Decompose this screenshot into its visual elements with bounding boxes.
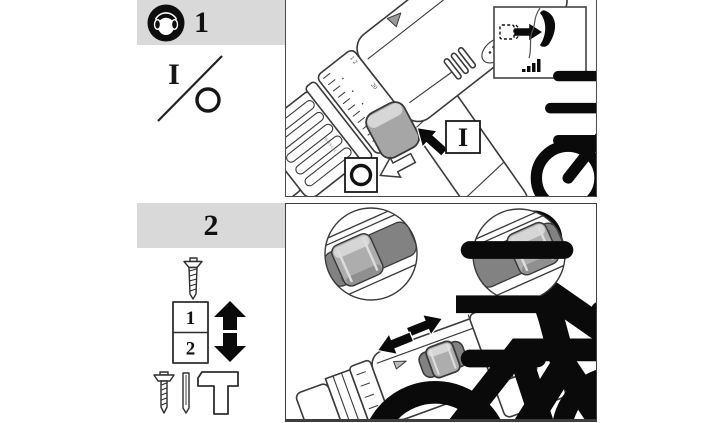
on-symbol-text: I [458, 123, 468, 152]
t-shape-icon [197, 371, 239, 415]
vent-slot [450, 52, 469, 75]
gear1-label: 1 [186, 308, 196, 329]
power-on-symbol: I [168, 58, 180, 91]
drill-trigger-drawing: BOSCH 1 2 20 15 [286, 0, 596, 196]
dashed-press-path [515, 24, 523, 40]
step2-number: 2 [203, 208, 219, 242]
gear-up-arrow [214, 301, 246, 330]
gear-knob [425, 340, 461, 379]
drill-chuck: BOSCH [286, 81, 373, 196]
trigger-button [365, 101, 420, 159]
wood-screw-icon [183, 257, 203, 300]
gear2-label: 2 [186, 339, 196, 360]
vent-slot [457, 47, 477, 69]
step1-illustration-panel: BOSCH 1 2 20 15 [285, 0, 597, 197]
dial-marker-triangle [386, 12, 402, 28]
dial-number: 1 2 [348, 55, 359, 66]
long-screw-icon [153, 371, 175, 414]
step2-header: 2 [137, 203, 285, 248]
step1-header: 1 [137, 0, 285, 45]
gear1-closeup: 1 [324, 207, 418, 301]
gear-selector-legend: 1 2 [172, 301, 209, 364]
off-symbol-circle [349, 163, 373, 187]
dashed-button-icon [499, 24, 515, 40]
slash-divider [157, 55, 223, 122]
speed-bars-icon [522, 59, 541, 72]
on-off-symbol: I [157, 55, 223, 122]
housing-edge-line [528, 7, 541, 59]
power-off-symbol [195, 87, 221, 113]
dial-number: 20 [369, 82, 379, 91]
off-label-box [344, 157, 378, 193]
step2-sidebar-icons: 1 2 [153, 257, 246, 415]
knob-mark-1: 1 [339, 275, 346, 284]
marker-triangle [393, 360, 407, 370]
step2-illustration-panel: 1 [285, 203, 597, 422]
speed-inset-box [493, 6, 596, 196]
gear-selector-drawing: 1 [295, 207, 596, 419]
knob-mark-2: 2 [546, 228, 553, 237]
ear-protection-icon [147, 4, 185, 41]
vent-slot [443, 58, 462, 80]
trigger-profile-icon [540, 10, 556, 47]
on-label-box: I [445, 120, 481, 154]
gear-down-arrow [214, 333, 246, 362]
drill-bit-icon [182, 372, 190, 414]
step1-number: 1 [194, 5, 209, 39]
